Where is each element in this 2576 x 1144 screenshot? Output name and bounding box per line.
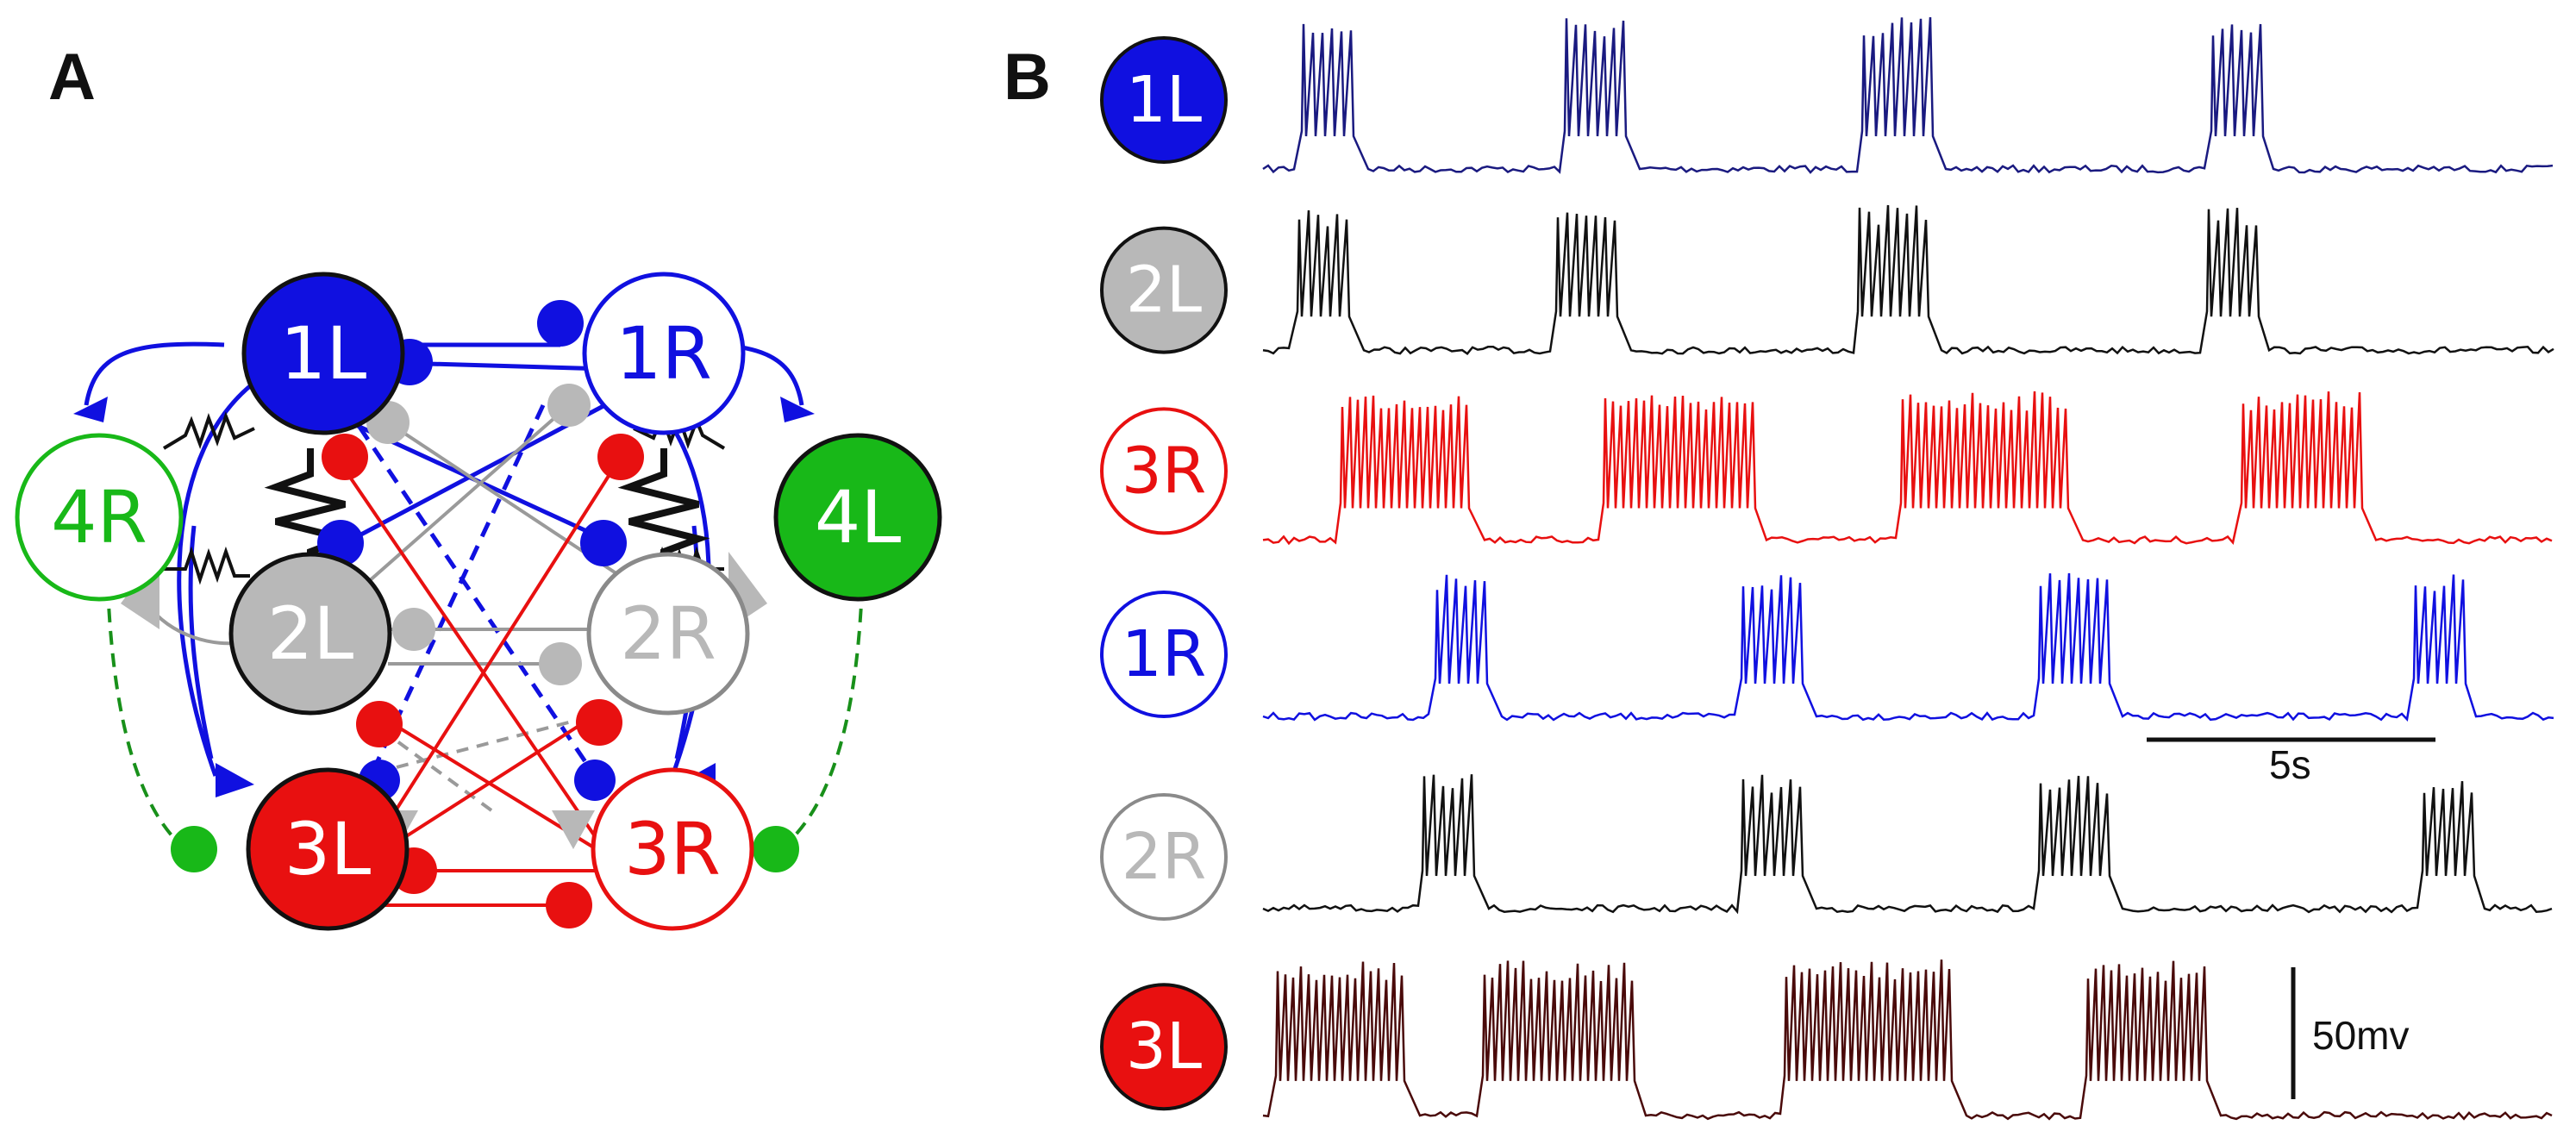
voltage-trace bbox=[1262, 391, 2553, 546]
synapse-green bbox=[171, 826, 217, 872]
synapse-red bbox=[546, 882, 592, 928]
trace-label-circle bbox=[1100, 793, 1228, 921]
gap-junction-1r-2r bbox=[617, 448, 710, 569]
synapse-blue-arrow bbox=[216, 763, 254, 797]
connection-4r-to-3l bbox=[106, 585, 187, 851]
voltage-trace bbox=[1262, 774, 2553, 915]
synapse-gray bbox=[539, 642, 582, 685]
trace-label-circle bbox=[1100, 226, 1228, 354]
connection-2r-to-2l-cross bbox=[352, 403, 571, 597]
neuron-node-2r: 2R bbox=[586, 552, 750, 716]
voltage-trace bbox=[1262, 960, 2553, 1121]
gray-synapses bbox=[121, 384, 767, 849]
gap-junction-1l-2l bbox=[264, 448, 357, 569]
connection-4l-to-3r bbox=[778, 585, 864, 851]
neuron-label: 3L bbox=[284, 807, 371, 891]
connection-3r-to-3l-cross bbox=[378, 455, 622, 838]
trace-row-1r: 1R bbox=[1100, 572, 2554, 722]
trace-label: 1R bbox=[1122, 617, 1207, 691]
network-diagram: 1L 1R 2L 2R 3L 3R 4L 4R bbox=[15, 272, 942, 931]
neuron-node-4r: 4R bbox=[15, 433, 184, 602]
green-synapses bbox=[171, 826, 799, 872]
neuron-circle bbox=[591, 767, 754, 931]
neuron-circle bbox=[586, 552, 750, 716]
connection-3l-to-3r-cross bbox=[335, 455, 597, 838]
neuron-circle bbox=[582, 272, 746, 435]
neuron-node-3l: 3L bbox=[246, 767, 410, 931]
neuron-circle bbox=[246, 767, 410, 931]
synapse-blue-arrow bbox=[73, 397, 108, 422]
voltage-scalebar-label: 50mv bbox=[2312, 1013, 2409, 1058]
connection-red-x2 bbox=[378, 714, 597, 855]
trace-row-2r: 2R bbox=[1100, 774, 2553, 921]
neuron-label: 2R bbox=[620, 591, 716, 676]
green-connections bbox=[106, 585, 864, 851]
synapse-blue bbox=[537, 300, 584, 347]
trace-row-1l: 1L bbox=[1100, 16, 2554, 174]
connection-1l-to-3l bbox=[177, 377, 260, 777]
neuron-node-3r: 3R bbox=[591, 767, 754, 931]
synapse-gray bbox=[547, 384, 591, 427]
connection-2l-to-2r-cross bbox=[386, 421, 657, 601]
neuron-circle bbox=[241, 272, 405, 435]
trace-row-3l: 3L bbox=[1100, 960, 2553, 1121]
trace-row-2l: 2L bbox=[1100, 204, 2554, 355]
connection-2-to-3-dashed-a bbox=[396, 714, 596, 769]
trace-label-circle bbox=[1100, 407, 1228, 535]
trace-label: 2R bbox=[1122, 820, 1207, 894]
trace-label-circle bbox=[1100, 591, 1228, 718]
connection-1l-to-4r bbox=[84, 341, 225, 406]
trace-label: 2L bbox=[1126, 253, 1202, 328]
synapse-red bbox=[576, 699, 622, 746]
trace-label-circle bbox=[1100, 36, 1228, 164]
synapse-gray-triangle bbox=[552, 810, 595, 849]
synapse-gray bbox=[392, 608, 435, 651]
neuron-node-2l: 2L bbox=[228, 552, 392, 716]
neuron-label: 3R bbox=[624, 807, 721, 891]
neuron-node-4l: 4L bbox=[773, 433, 942, 602]
trace-row-3r: 3R bbox=[1100, 391, 2553, 546]
gap-junction-1l-4r bbox=[162, 411, 255, 450]
voltage-trace bbox=[1262, 572, 2554, 722]
neuron-label: 2L bbox=[267, 591, 353, 676]
synapse-red bbox=[597, 434, 644, 480]
panel-label-b: B bbox=[1004, 41, 1051, 114]
connection-4r-2l bbox=[145, 602, 242, 646]
neuron-label: 1L bbox=[280, 311, 366, 396]
synapse-green bbox=[753, 826, 799, 872]
gap-junctions bbox=[162, 411, 726, 585]
connection-1l-to-3r bbox=[342, 403, 597, 778]
neuron-circle bbox=[15, 433, 184, 602]
voltage-trace bbox=[1262, 16, 2554, 174]
voltage-trace bbox=[1262, 204, 2554, 355]
neuron-circle bbox=[228, 552, 392, 716]
trace-label: 3L bbox=[1126, 1010, 1202, 1084]
red-synapses bbox=[322, 434, 644, 928]
synapse-red bbox=[322, 434, 368, 480]
synapse-blue bbox=[574, 760, 616, 801]
time-scalebar-label: 5s bbox=[2269, 742, 2311, 787]
synapse-red bbox=[356, 701, 403, 747]
gap-junction-2l-4r bbox=[164, 546, 250, 585]
panel-label-a: A bbox=[48, 41, 96, 114]
neuron-label: 1R bbox=[616, 311, 712, 396]
neuron-node-1l: 1L bbox=[241, 272, 405, 435]
neuron-circle bbox=[773, 433, 942, 602]
neuron-label: 4L bbox=[815, 475, 901, 559]
voltage-traces: 1L 2L 3R 1R 2R 3L bbox=[1100, 16, 2554, 1121]
scalebars: 5s 50mv bbox=[2147, 737, 2435, 1099]
trace-label: 1L bbox=[1126, 63, 1202, 137]
synapse-blue-arrow bbox=[780, 397, 815, 422]
synapse-blue bbox=[580, 520, 627, 566]
trace-label: 3R bbox=[1122, 434, 1207, 508]
neuron-label: 4R bbox=[51, 475, 147, 559]
network-nodes: 1L 1R 2L 2R 3L 3R 4L 4R bbox=[15, 272, 942, 931]
neuron-node-1r: 1R bbox=[582, 272, 746, 435]
trace-label-circle bbox=[1100, 983, 1228, 1111]
